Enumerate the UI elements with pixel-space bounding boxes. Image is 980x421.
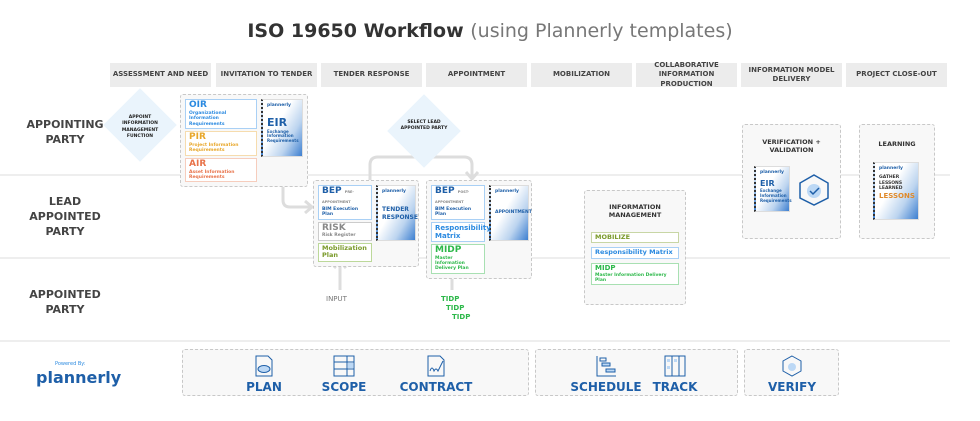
- info-management-group: INFORMATION MANAGEMENT MOBILIZE Responsi…: [584, 190, 686, 305]
- plannerly-logo[interactable]: plannerly: [36, 368, 122, 387]
- verify-cube-icon: [799, 174, 829, 206]
- mobilization-plan-card[interactable]: Mobilization Plan: [318, 242, 372, 262]
- tools-group: [535, 349, 738, 396]
- stage-header: ASSESSMENT AND NEED: [110, 63, 211, 87]
- scope-icon: [333, 355, 355, 377]
- track-icon: [664, 355, 686, 377]
- row-label: APPOINTING PARTY: [26, 118, 104, 146]
- powered-by: Powered By:: [55, 361, 86, 367]
- tidp-label: TIDP: [452, 313, 471, 321]
- stage-header: INVITATION TO TENDER: [216, 63, 317, 87]
- tool-verify[interactable]: VERIFY: [762, 355, 822, 394]
- stage-header: APPOINTMENT: [426, 63, 527, 87]
- responsibility-matrix-card[interactable]: Responsibility Matrix: [431, 221, 491, 242]
- stage-header: COLLABORATIVE INFORMATION PRODUCTION: [636, 61, 737, 88]
- schedule-icon: [596, 356, 616, 377]
- mobilize-card[interactable]: MOBILIZE: [591, 231, 679, 244]
- row-label: APPOINTED PARTY: [29, 288, 101, 316]
- verify-icon: [782, 355, 802, 377]
- tidp-label: TIDP: [446, 304, 465, 312]
- responsibility-matrix-card[interactable]: Responsibility Matrix: [591, 247, 679, 259]
- tidp-label: TIDP: [441, 295, 460, 303]
- diamond-text: SELECT LEAD APPOINTED PARTY: [400, 120, 448, 132]
- tool-schedule[interactable]: SCHEDULE: [568, 355, 644, 394]
- input-label: INPUT: [326, 295, 347, 303]
- stage-header: PROJECT CLOSE-OUT: [846, 63, 947, 87]
- stage-header: MOBILIZATION: [531, 63, 632, 87]
- tool-plan[interactable]: PLAN: [234, 355, 294, 394]
- plan-icon: [255, 355, 273, 377]
- contract-icon: [427, 355, 445, 377]
- tool-scope[interactable]: SCOPE: [314, 355, 374, 394]
- page-title: ISO 19650 Workflow (using Plannerly temp…: [247, 20, 733, 42]
- verification-title: VERIFICATION + VALIDATION: [762, 138, 821, 155]
- divider: [0, 340, 950, 342]
- row-label: LEAD APPOINTED PARTY: [29, 195, 101, 238]
- stage-header: INFORMATION MODEL DELIVERY: [741, 63, 842, 87]
- tool-track[interactable]: TRACK: [648, 355, 702, 394]
- learning-title: LEARNING: [878, 140, 916, 148]
- info-management-title: INFORMATION MANAGEMENT: [608, 203, 662, 220]
- diamond-text: APPOINT INFORMATION MANAGEMENT FUNCTION: [121, 115, 159, 139]
- tools-group: [182, 349, 529, 396]
- tool-contract[interactable]: CONTRACT: [396, 355, 476, 394]
- stage-header: TENDER RESPONSE: [321, 63, 422, 87]
